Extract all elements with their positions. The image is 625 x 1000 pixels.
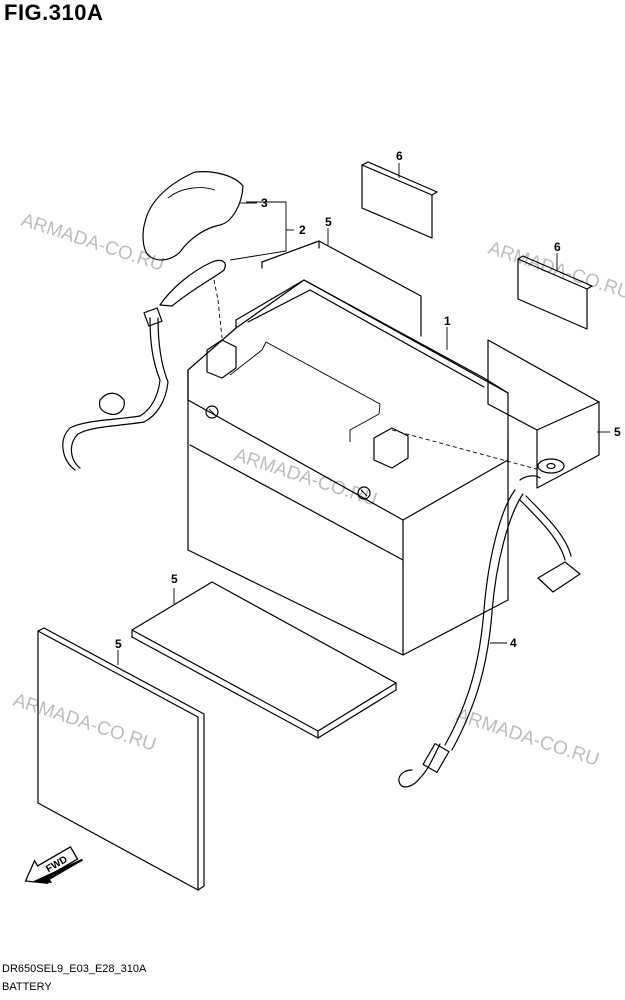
terminal-cover-3 xyxy=(142,171,244,261)
label-part-1: 1 xyxy=(444,314,451,328)
watermark-1: ARMADA-CO.RU xyxy=(18,210,166,276)
model-code: DR650SEL9_E03_E28_310A xyxy=(2,963,147,975)
figure-title: FIG.310A xyxy=(4,0,104,25)
label-part-2: 2 xyxy=(299,223,306,237)
watermark-3: ARMADA-CO.RU xyxy=(231,445,379,511)
pad-6-right xyxy=(517,255,593,330)
negative-cable-2 xyxy=(62,259,226,471)
label-part-3: 3 xyxy=(261,196,268,210)
part-labels: 1 2 3 4 5 5 5 5 6 6 xyxy=(115,149,621,651)
label-part-5-bottom: 5 xyxy=(171,572,178,586)
watermark-4: ARMADA-CO.RU xyxy=(10,690,158,756)
fwd-arrow-icon: FWD xyxy=(24,846,83,885)
label-part-5-back: 5 xyxy=(325,215,332,229)
watermark-5: ARMADA-CO.RU xyxy=(453,705,601,771)
label-part-5-front: 5 xyxy=(115,637,122,651)
pad-5-right xyxy=(487,339,600,489)
pad-5-bottom xyxy=(131,581,397,739)
pad-5-back xyxy=(261,240,422,337)
label-part-5-right: 5 xyxy=(614,425,621,439)
pad-5-front xyxy=(37,627,205,891)
leader-lines xyxy=(117,163,610,665)
label-part-6-upper: 6 xyxy=(396,149,403,163)
diagram-caption: BATTERY xyxy=(2,981,52,993)
positive-cable-4 xyxy=(391,429,581,788)
battery-body xyxy=(187,279,509,656)
label-part-6-right: 6 xyxy=(554,240,561,254)
label-part-4: 4 xyxy=(510,636,517,650)
pad-6-upper xyxy=(361,161,438,239)
